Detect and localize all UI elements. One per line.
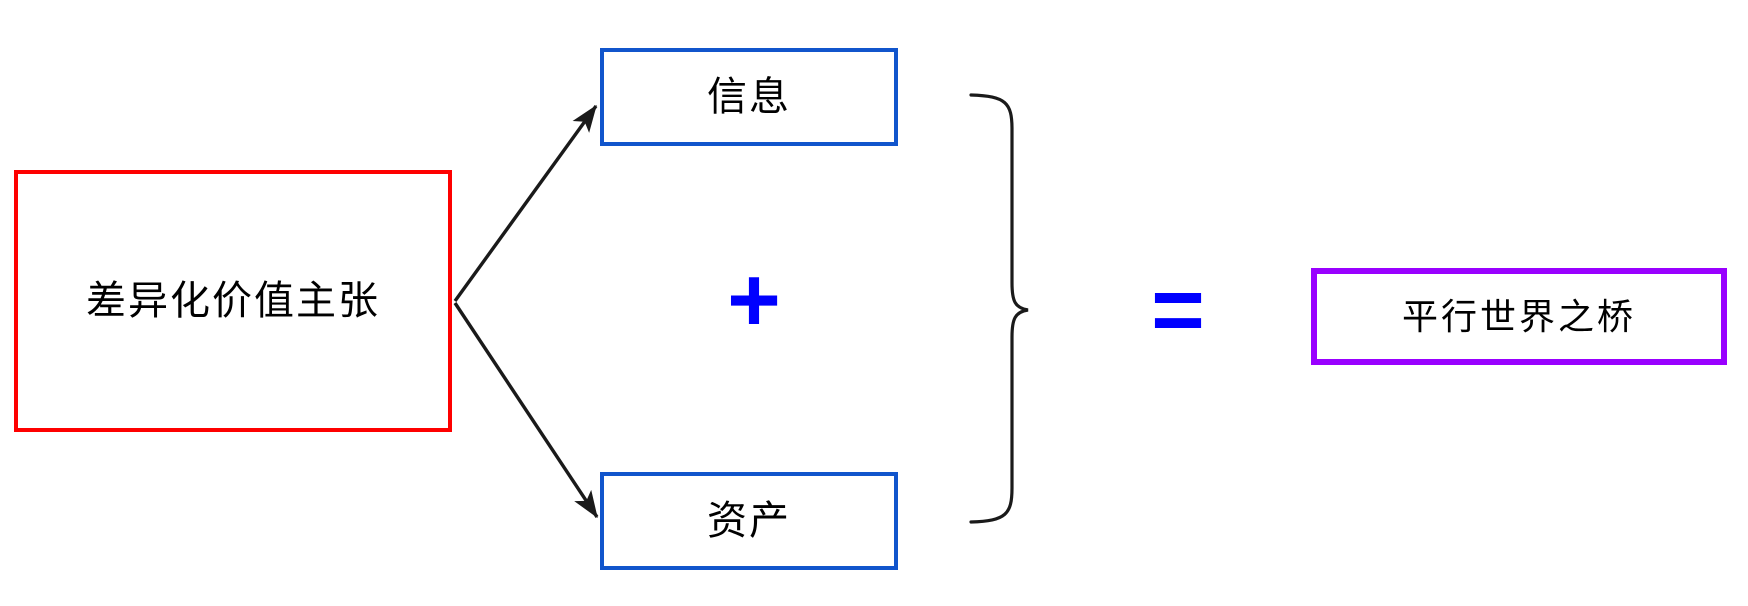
node-assets-label: 资产 xyxy=(707,499,791,543)
curly-brace-icon xyxy=(969,93,1029,524)
node-information-label: 信息 xyxy=(707,75,791,119)
arrow-to-information-icon xyxy=(453,104,598,302)
plus-operator-icon: + xyxy=(727,249,781,351)
node-parallel-world-bridge-label: 平行世界之桥 xyxy=(1401,295,1636,337)
arrow-to-assets-icon xyxy=(453,302,599,519)
node-information[interactable]: 信息 xyxy=(600,48,898,146)
node-parallel-world-bridge[interactable]: 平行世界之桥 xyxy=(1311,268,1727,365)
equals-operator-icon: = xyxy=(1151,259,1205,361)
node-assets[interactable]: 资产 xyxy=(600,472,898,570)
node-value-proposition[interactable]: 差异化价值主张 xyxy=(14,170,452,432)
node-value-proposition-label: 差异化价值主张 xyxy=(86,279,380,323)
